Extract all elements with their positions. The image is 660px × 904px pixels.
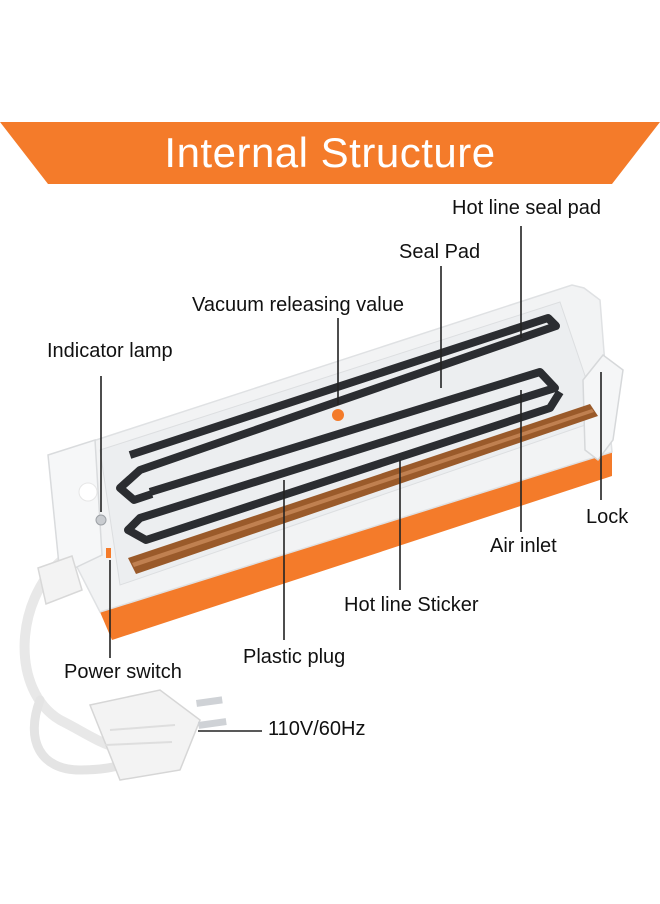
power-switch: [106, 548, 111, 558]
label-hot-line-seal-pad: Hot line seal pad: [452, 197, 601, 219]
title-banner: [0, 122, 660, 184]
power-plug: [88, 689, 227, 781]
lock-latch: [582, 353, 624, 462]
label-seal-pad: Seal Pad: [399, 241, 481, 263]
label-hot-line-sticker: Hot line Sticker: [344, 594, 479, 616]
page-title: Internal Structure: [164, 129, 496, 176]
indicator-lamp: [95, 514, 107, 526]
label-power-switch: Power switch: [64, 661, 182, 683]
sealer-base-orange: [100, 452, 612, 640]
label-air-inlet: Air inlet: [490, 535, 557, 557]
cord-connector: [37, 555, 83, 606]
leader-lines: [100, 226, 602, 732]
seal-pad-gasket: [124, 368, 564, 544]
label-vacuum-releasing-value: Vacuum releasing value: [192, 294, 404, 316]
label-indicator-lamp: Indicator lamp: [47, 340, 173, 362]
label-voltage: 110V/60Hz: [268, 718, 366, 740]
label-lock: Lock: [586, 506, 629, 528]
label-plastic-plug: Plastic plug: [243, 646, 346, 668]
vacuum-release-valve: [332, 409, 344, 421]
left-end-cap: [47, 438, 103, 577]
